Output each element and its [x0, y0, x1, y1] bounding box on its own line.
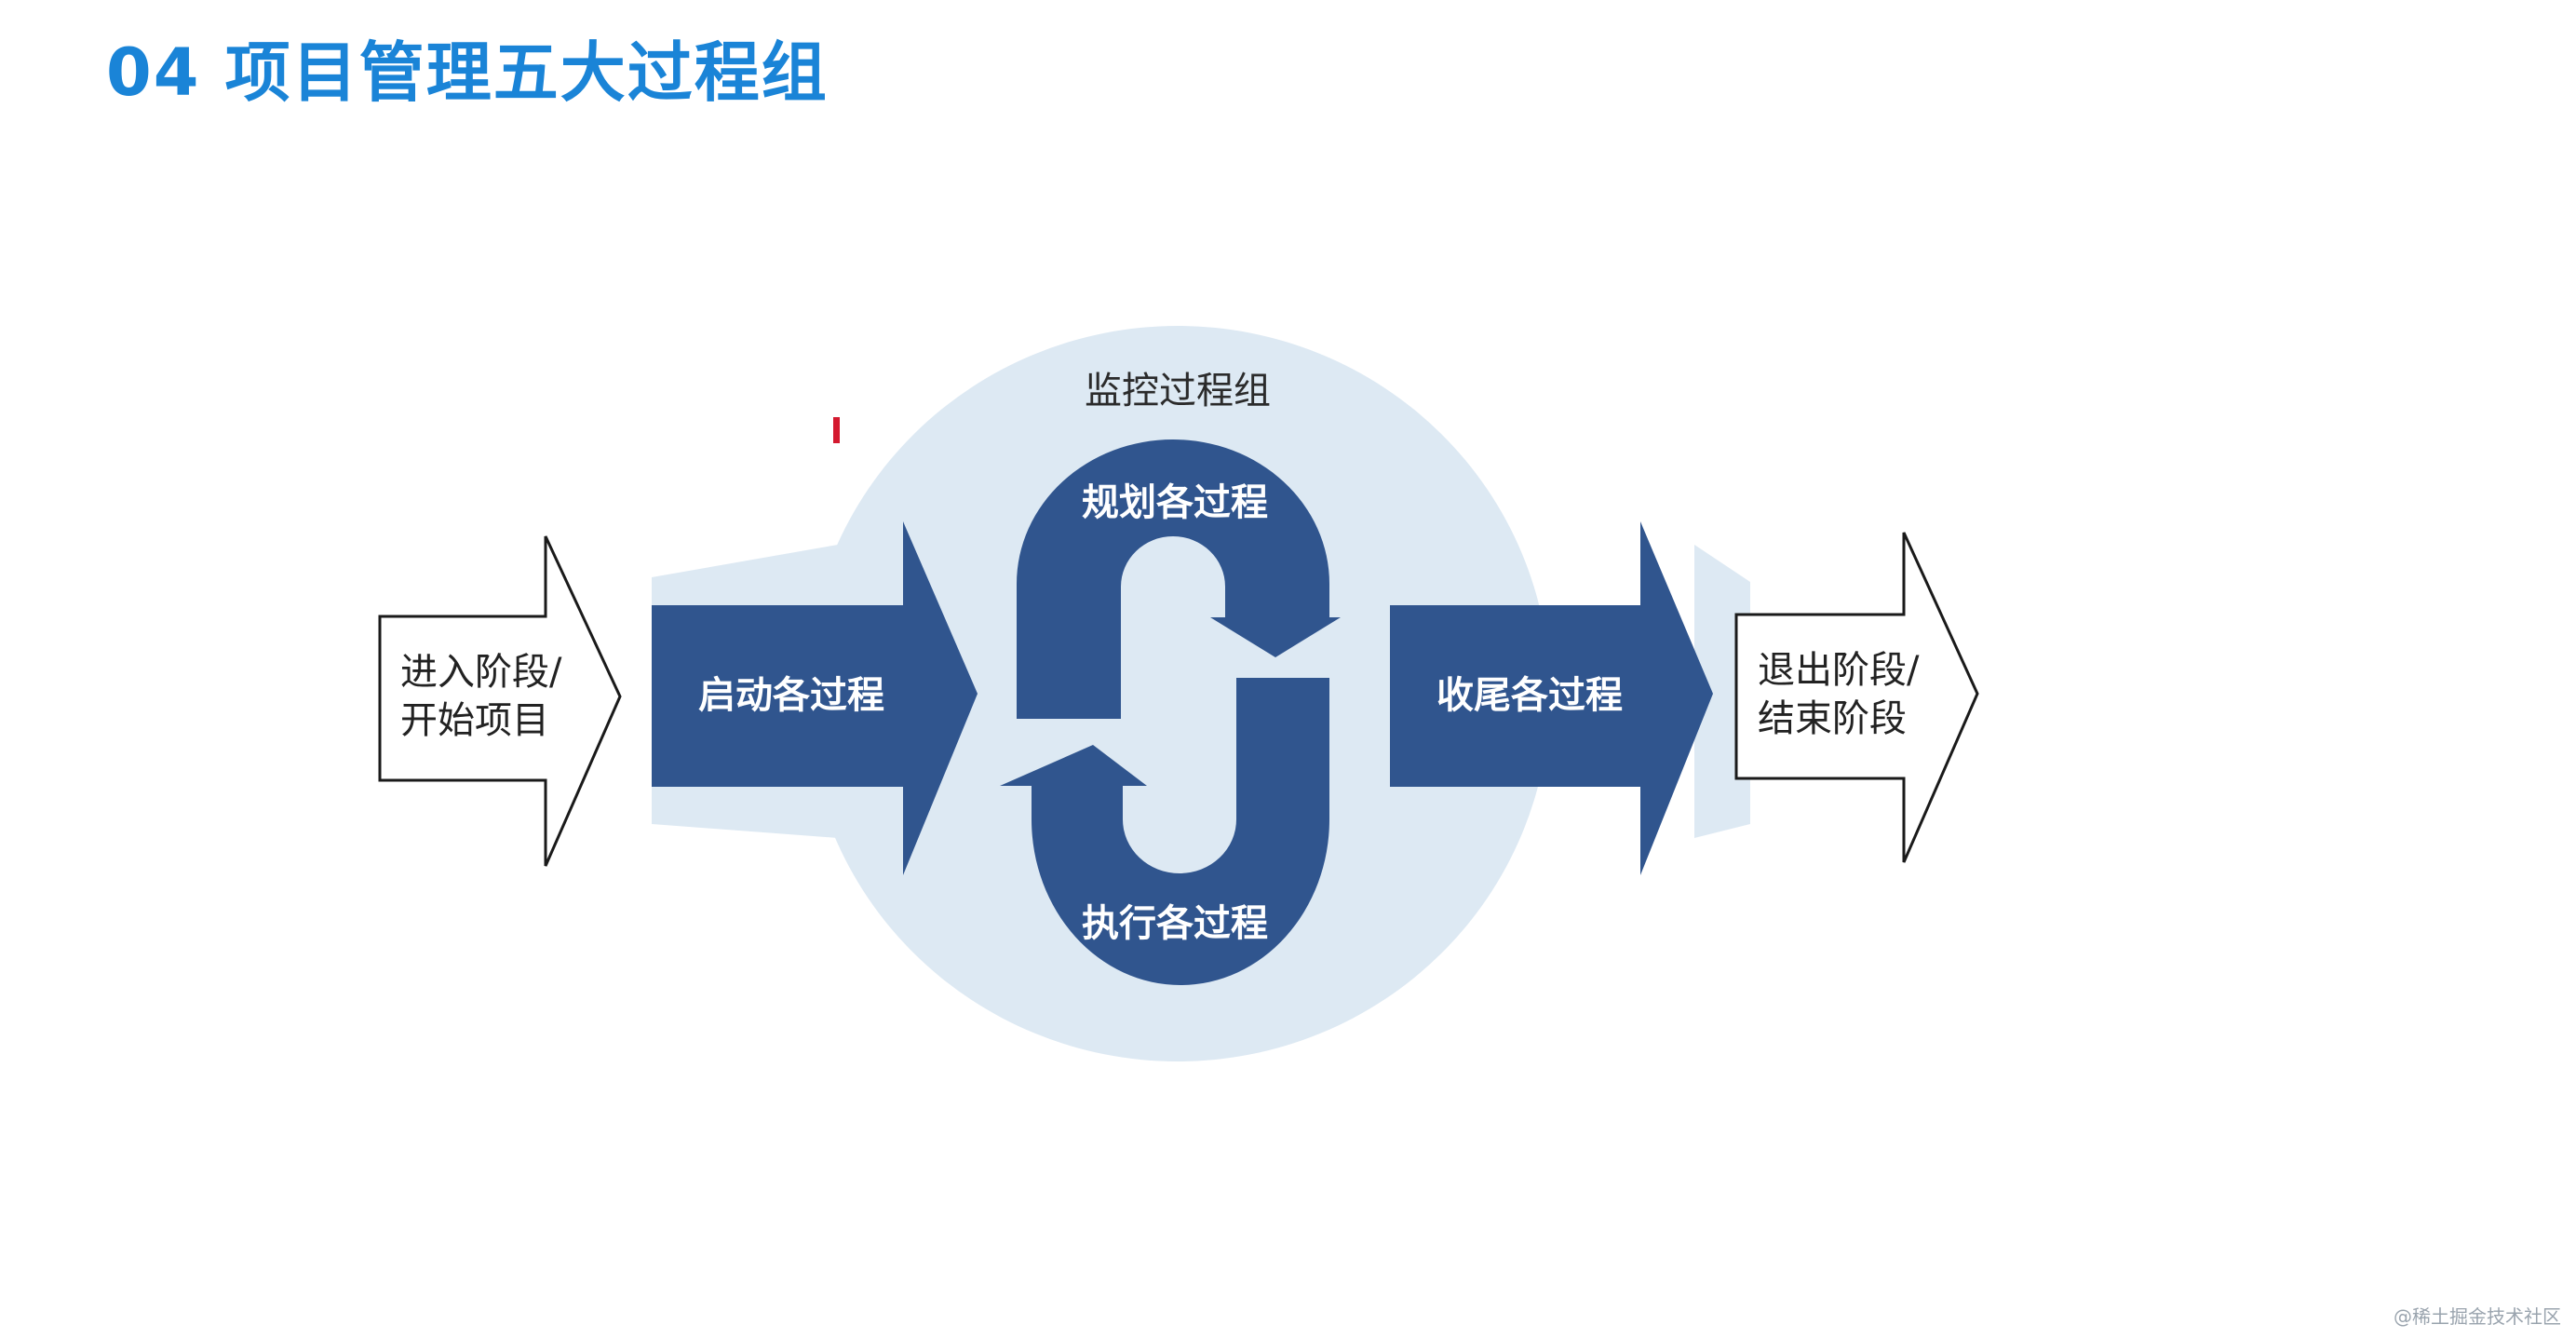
enter-stage-label: 进入阶段/ 开始项目	[400, 651, 573, 742]
watermark: @稀土掘金技术社区	[2394, 1305, 2561, 1328]
enter-stage-arrow	[378, 535, 622, 867]
initiating-label: 启动各过程	[698, 674, 884, 717]
executing-cycle-arrow	[1000, 678, 1329, 985]
executing-label: 执行各过程	[1082, 902, 1268, 945]
enter-stage-line-2: 开始项目	[400, 699, 549, 742]
monitor-group-label: 监控过程组	[1085, 370, 1271, 412]
monitor-circle	[805, 326, 1550, 1061]
planning-cycle-arrow	[1017, 439, 1341, 719]
initiating-arrow	[652, 521, 978, 875]
exit-stage-line-1: 退出阶段/	[1758, 649, 1920, 692]
exit-stage-line-2: 结束阶段	[1758, 697, 1907, 740]
exit-stage-label: 退出阶段/ 结束阶段	[1758, 649, 1931, 740]
page-title: 04 项目管理五大过程组	[106, 34, 829, 111]
closing-arrow	[1390, 521, 1713, 875]
closing-label: 收尾各过程	[1436, 674, 1623, 717]
cursor-mark	[833, 417, 840, 443]
planning-label: 规划各过程	[1082, 481, 1268, 524]
exit-stage-arrow	[1734, 532, 1979, 863]
enter-stage-line-1: 进入阶段/	[400, 651, 562, 694]
